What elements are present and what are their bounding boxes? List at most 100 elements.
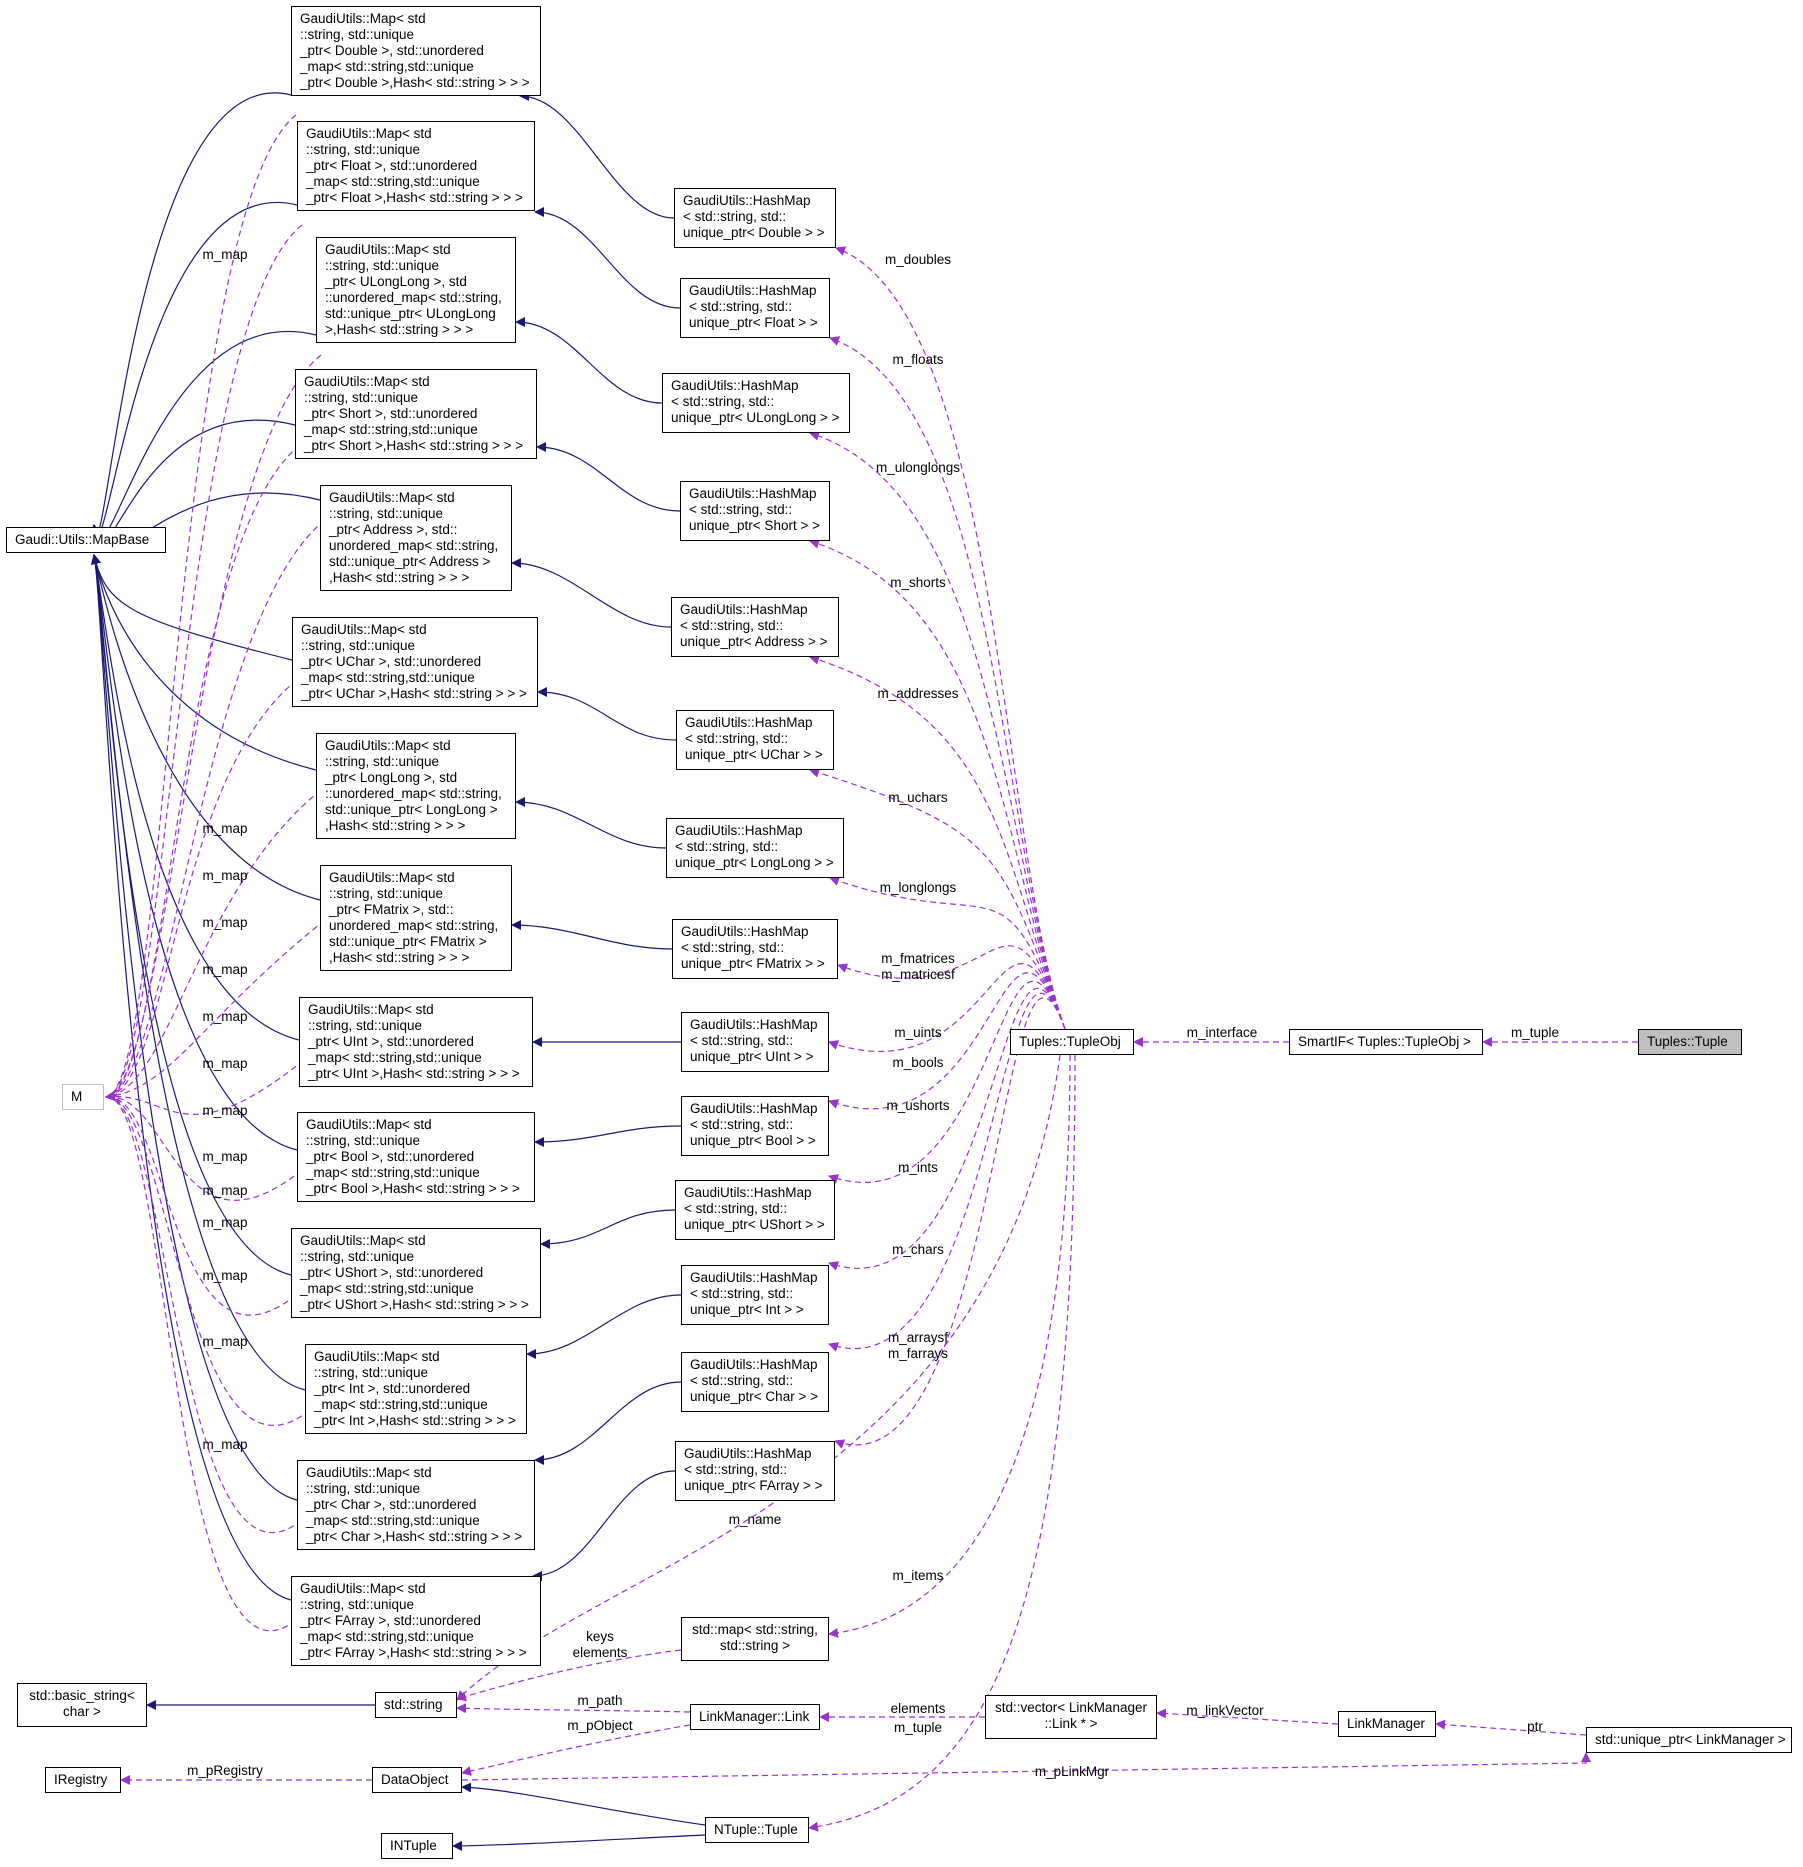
edge-label-m-map: m_map: [202, 915, 248, 930]
inherits-edge: [532, 1470, 676, 1581]
edge-label-elements: elements: [890, 1701, 946, 1716]
member-edge: [828, 980, 1066, 1184]
node-hashmap-int[interactable]: GaudiUtils::HashMap < std::string, std::…: [681, 1265, 829, 1325]
node-m[interactable]: M: [62, 1084, 104, 1110]
edge-label-m-ulonglongs: m_ulonglongs: [875, 460, 961, 475]
member-edge: [829, 336, 1066, 1030]
edge-label-m-addresses: m_addresses: [877, 686, 959, 701]
node-hashmap-float[interactable]: GaudiUtils::HashMap < std::string, std::…: [680, 278, 830, 338]
member-edge: [809, 767, 1066, 1030]
node-map-longlong[interactable]: GaudiUtils::Map< std ::string, std::uniq…: [316, 733, 516, 839]
edge-label-m-linkvector: m_linkVector: [1186, 1703, 1264, 1718]
node-hashmap-ushort[interactable]: GaudiUtils::HashMap < std::string, std::…: [675, 1180, 835, 1240]
node-gaudi-utils-mapbase[interactable]: Gaudi::Utils::MapBase: [6, 527, 166, 553]
node-map-double[interactable]: GaudiUtils::Map< std ::string, std::uniq…: [291, 6, 541, 96]
node-map-uchar[interactable]: GaudiUtils::Map< std ::string, std::uniq…: [292, 617, 538, 707]
node-tuples-tuple[interactable]: Tuples::Tuple: [1638, 1029, 1742, 1055]
edge-label-m-map: m_map: [202, 1149, 248, 1164]
m-map-edge: [105, 444, 301, 1101]
inherits-edge: [519, 91, 675, 219]
edge-label-m-plinkmgr: m_pLinkMgr: [1034, 1764, 1110, 1779]
edge-label-m-fmatrices: m_fmatrices m_matricesf: [881, 951, 955, 982]
m-path-edge: [456, 1703, 691, 1714]
edge-label-m-doubles: m_doubles: [884, 252, 952, 267]
inherits-edge: [91, 554, 317, 771]
inherits-edge: [534, 1381, 682, 1465]
inherits-edge: [526, 1294, 682, 1359]
edge-label-m-map: m_map: [202, 1334, 248, 1349]
node-std-vector-link[interactable]: std::vector< LinkManager ::Link * >: [985, 1695, 1157, 1739]
node-hashmap-fmatrix[interactable]: GaudiUtils::HashMap < std::string, std::…: [672, 919, 838, 979]
node-std-map[interactable]: std::map< std::string, std::string >: [681, 1617, 829, 1661]
m-linkvector-edge: [1156, 1708, 1339, 1725]
m-map-edge: [105, 789, 322, 1101]
node-map-uint[interactable]: GaudiUtils::Map< std ::string, std::uniq…: [299, 997, 533, 1087]
edge-label-m-longlongs: m_longlongs: [879, 880, 957, 895]
node-map-farray[interactable]: GaudiUtils::Map< std ::string, std::uniq…: [291, 1576, 541, 1666]
node-ntuple-tuple[interactable]: NTuple::Tuple: [705, 1817, 809, 1843]
m-map-edge: [105, 114, 297, 1101]
node-tuples-tupleobj[interactable]: Tuples::TupleObj: [1010, 1029, 1134, 1055]
m-map-edge: [105, 1091, 297, 1632]
node-hashmap-farray[interactable]: GaudiUtils::HashMap < std::string, std::…: [675, 1441, 835, 1501]
m-map-edge: [105, 919, 326, 1101]
node-smartif-tupleobj[interactable]: SmartIF< Tuples::TupleObj >: [1289, 1029, 1483, 1055]
edge-label-m-map: m_map: [202, 821, 248, 836]
node-iregistry[interactable]: IRegistry: [45, 1767, 121, 1793]
node-map-address[interactable]: GaudiUtils::Map< std ::string, std::uniq…: [320, 485, 512, 591]
inherits-edge: [515, 317, 663, 404]
inherits-edge: [91, 554, 298, 1151]
node-hashmap-double[interactable]: GaudiUtils::HashMap < std::string, std::…: [674, 188, 836, 248]
node-std-basic-string[interactable]: std::basic_string< char >: [17, 1683, 147, 1727]
inherits-edge: [537, 687, 677, 741]
inherits-edge: [452, 1834, 706, 1851]
m-map-edge: [105, 1091, 311, 1426]
node-map-ulonglong[interactable]: GaudiUtils::Map< std ::string, std::uniq…: [316, 237, 516, 343]
node-hashmap-char[interactable]: GaudiUtils::HashMap < std::string, std::…: [681, 1352, 829, 1412]
node-hashmap-uchar[interactable]: GaudiUtils::HashMap < std::string, std::…: [676, 710, 834, 770]
node-map-bool[interactable]: GaudiUtils::Map< std ::string, std::uniq…: [297, 1112, 535, 1202]
node-map-fmatrix[interactable]: GaudiUtils::Map< std ::string, std::uniq…: [320, 865, 512, 971]
member-edge: [828, 987, 1066, 1271]
edge-label-m-tuple: m_tuple: [1510, 1025, 1560, 1040]
edge-label-m-items: m_items: [892, 1568, 944, 1583]
inherits-edge: [511, 558, 672, 628]
m-map-edge: [105, 1091, 297, 1316]
edge-label-m-name: m_name: [728, 1512, 782, 1527]
node-linkmanager-link[interactable]: LinkManager::Link: [690, 1704, 820, 1730]
node-map-short[interactable]: GaudiUtils::Map< std ::string, std::uniq…: [295, 369, 537, 459]
edge-label-m-pobject: m_pObject: [567, 1718, 633, 1733]
node-map-ushort[interactable]: GaudiUtils::Map< std ::string, std::uniq…: [291, 1228, 541, 1318]
inherits-edge: [91, 554, 321, 901]
node-linkmanager[interactable]: LinkManager: [1338, 1711, 1436, 1737]
edge-label-m-map: m_map: [202, 247, 248, 262]
edge-label-m-shorts: m_shorts: [890, 575, 946, 590]
inherits-edge: [91, 554, 298, 1501]
node-hashmap-bool[interactable]: GaudiUtils::HashMap < std::string, std::…: [681, 1096, 829, 1156]
inherits-edge: [91, 554, 292, 1601]
m-map-edge: [105, 679, 298, 1101]
node-map-char[interactable]: GaudiUtils::Map< std ::string, std::uniq…: [297, 1460, 535, 1550]
node-hashmap-uint[interactable]: GaudiUtils::HashMap < std::string, std::…: [681, 1012, 829, 1072]
edge-label-m-ushorts: m_ushorts: [886, 1098, 950, 1113]
member-edge: [829, 876, 1066, 1030]
edge-label-m-map: m_map: [202, 1268, 248, 1283]
node-unique-ptr-linkmanager[interactable]: std::unique_ptr< LinkManager >: [1586, 1727, 1792, 1753]
m-map-edge: [105, 1091, 303, 1533]
m-map-edge: [105, 1059, 305, 1115]
inherits-edge: [534, 1125, 682, 1147]
m-pobject-edge: [461, 1724, 691, 1776]
node-map-int[interactable]: GaudiUtils::Map< std ::string, std::uniq…: [305, 1344, 527, 1434]
edge-label-m-map: m_map: [202, 962, 248, 977]
node-dataobject[interactable]: DataObject: [372, 1767, 462, 1793]
node-hashmap-ulonglong[interactable]: GaudiUtils::HashMap < std::string, std::…: [662, 373, 850, 433]
node-hashmap-longlong[interactable]: GaudiUtils::HashMap < std::string, std::…: [666, 818, 844, 878]
edge-label-m-uints: m_uints: [894, 1025, 942, 1040]
node-hashmap-address[interactable]: GaudiUtils::HashMap < std::string, std::…: [671, 597, 839, 657]
node-hashmap-short[interactable]: GaudiUtils::HashMap < std::string, std::…: [680, 481, 830, 541]
node-map-float[interactable]: GaudiUtils::Map< std ::string, std::uniq…: [297, 121, 535, 211]
inherits-edge: [515, 797, 667, 849]
node-intuple[interactable]: INTuple: [381, 1833, 453, 1859]
node-std-string[interactable]: std::string: [375, 1692, 457, 1718]
edge-label-m-map: m_map: [202, 1183, 248, 1198]
